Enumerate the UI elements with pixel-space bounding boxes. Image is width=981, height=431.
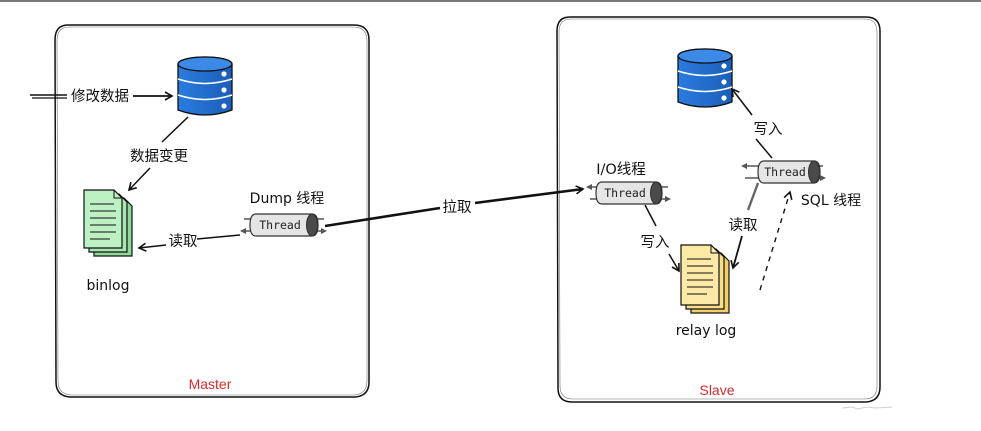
io-label: I/O线程 <box>596 161 646 178</box>
pull-label: 拉取 <box>443 199 472 216</box>
io-write-arrow <box>644 204 680 273</box>
binlog-label: binlog <box>87 278 130 294</box>
watermark-scribble <box>841 406 893 410</box>
dump-label: Dump 线程 <box>250 191 325 207</box>
binlog-icon <box>83 189 133 257</box>
master-title: Master <box>189 376 232 392</box>
slave-panel <box>556 16 881 403</box>
relay-log-label: relay log <box>676 323 737 339</box>
io-write-label: 写入 <box>641 235 670 251</box>
dump-thread-icon <box>240 213 327 237</box>
change-arrow <box>127 116 189 192</box>
master-panel <box>54 24 370 398</box>
master-database-icon <box>177 56 233 116</box>
io-thread-icon <box>586 181 671 205</box>
sql-thread-label: Thread <box>764 165 806 179</box>
top-border <box>0 0 981 2</box>
dump-thread-label: Thread <box>259 218 301 232</box>
db-write-arrow <box>731 87 773 159</box>
input-arrow <box>30 91 174 101</box>
db-write-label: 写入 <box>754 122 783 138</box>
relay-log-icon <box>680 244 730 314</box>
slave-read-label: 读取 <box>729 217 758 234</box>
master-read-label: 读取 <box>169 233 198 250</box>
slave-read-arrow <box>730 182 760 270</box>
dashed-arrow <box>759 190 793 291</box>
sql-thread-icon <box>741 160 826 184</box>
slave-database-icon <box>677 48 733 108</box>
change-label: 数据变更 <box>130 148 188 165</box>
io-thread-label: Thread <box>604 186 646 200</box>
input-label: 修改数据 <box>71 88 129 105</box>
master-read-arrow <box>137 234 241 252</box>
sql-label: SQL 线程 <box>801 193 861 209</box>
pull-arrow <box>324 185 585 228</box>
slave-title: Slave <box>699 382 734 398</box>
